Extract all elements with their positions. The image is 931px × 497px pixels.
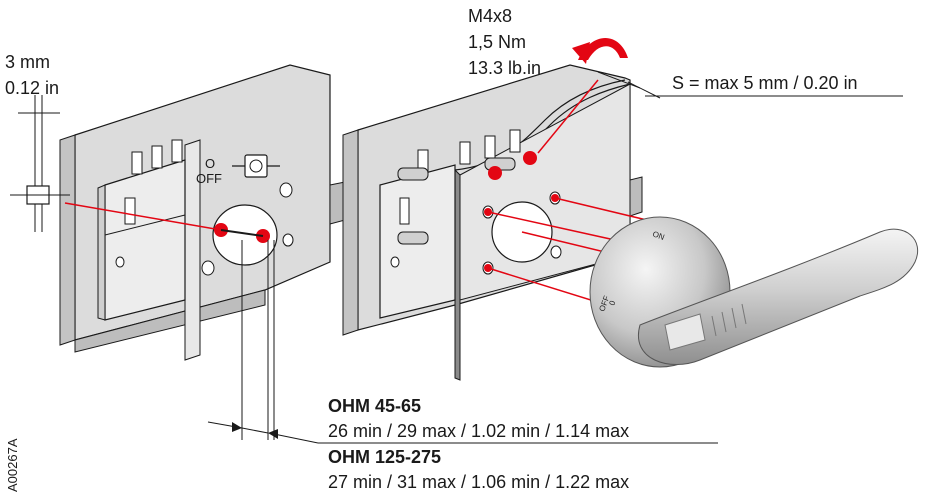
ohm-125-275-model: OHM 125-275 xyxy=(328,447,441,467)
clearance-in: 0.12 in xyxy=(5,78,59,98)
switch-o-mark: O xyxy=(205,156,215,171)
ohm-45-65-dims: 26 min / 29 max / 1.02 min / 1.14 max xyxy=(328,421,629,441)
screw-size: M4x8 xyxy=(468,6,512,26)
shaft-symbol-icon xyxy=(232,154,280,178)
screw-torque-lbin: 13.3 lb.in xyxy=(468,58,541,78)
handle-on-mark: ON xyxy=(651,229,666,242)
screw-marker-2 xyxy=(523,151,537,165)
screw-marker-1 xyxy=(488,166,502,180)
handle-zero-mark: 0 xyxy=(607,299,617,307)
right-switch-body xyxy=(379,129,521,319)
clearance-indicator xyxy=(10,95,222,232)
thickness-indicator xyxy=(597,71,903,99)
handle-assembly: ON OFF 0 xyxy=(589,216,918,368)
left-switch-body xyxy=(97,139,186,321)
left-panel: O OFF xyxy=(59,64,346,361)
clearance-mm: 3 mm xyxy=(5,52,50,72)
screw-torque-nm: 1,5 Nm xyxy=(468,32,526,52)
ohm-125-275-dims: 27 min / 31 max / 1.06 min / 1.22 max xyxy=(328,472,629,492)
switch-off-mark: OFF xyxy=(196,171,222,186)
shaft-dimension xyxy=(207,240,718,444)
handle-lever xyxy=(637,228,918,365)
ohm-45-65-model: OHM 45-65 xyxy=(328,396,421,416)
thickness-label: S = max 5 mm / 0.20 in xyxy=(672,73,858,93)
figure-id: A00267A xyxy=(5,438,20,492)
rotation-arrow-icon xyxy=(572,38,628,64)
screw-icon xyxy=(397,157,516,245)
left-shaft-hole xyxy=(212,204,278,266)
